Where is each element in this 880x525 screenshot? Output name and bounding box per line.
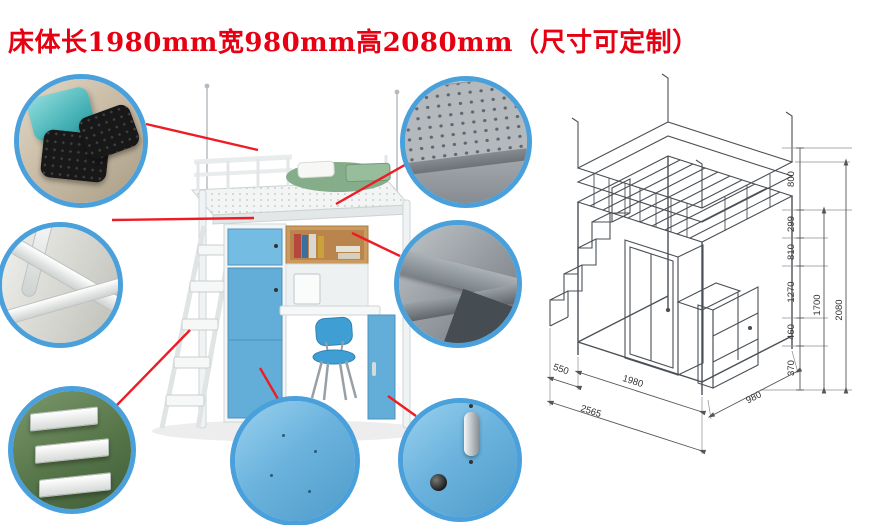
desk-top [279,305,381,316]
book-stack [338,253,360,259]
book [309,234,316,258]
door-handle [464,412,479,456]
connector-line [145,122,259,152]
handle-screw [469,404,473,408]
panel-speck [308,490,311,493]
tech-top-rails [576,121,794,223]
dim-label-810: 810 [786,244,797,260]
tech-ladder [549,178,631,327]
tech-lower-cabinet [697,286,759,389]
connector-line [258,367,280,400]
book [318,236,324,258]
dim-label-2565: 2565 [579,403,603,420]
product-photo [152,83,428,442]
dim-label-460: 460 [786,324,797,340]
connector-line [351,231,401,258]
pillow [297,160,335,179]
folded-blanket [345,162,391,183]
book-stack [336,246,360,252]
dim-label-370: 370 [786,360,797,376]
callout-perforated-board [400,76,532,208]
chair [310,316,358,401]
connector-line [335,160,411,206]
panel-speck [270,474,273,477]
handle-screw [469,460,473,464]
book [302,235,308,258]
tech-net-poles [571,73,793,208]
callout-blue-panel [230,396,360,525]
tech-wardrobe [624,239,704,376]
panel-speck [314,450,317,453]
dim-label-2080: 2080 [834,299,845,320]
dim-label-800: 800 [786,171,797,187]
connector-line [111,216,255,222]
technical-drawing: 800 299 810 1270 460 370 1700 2080 550 2… [546,73,852,455]
callout-ladder-steps [8,386,136,514]
dim-label-550: 550 [552,362,570,377]
wardrobe-handle [274,288,278,292]
blue-panel-photo [235,401,355,521]
callout-foot-pads [14,74,148,208]
dim-label-299: 299 [786,216,797,232]
page-title: 床体长1980mm宽980mm高2080mm（尺寸可定制） [8,28,699,58]
dim-label-1980: 1980 [621,373,645,390]
panel-speck [282,434,285,437]
wardrobe-handle [274,244,278,248]
dim-label-1270: 1270 [786,281,797,302]
wardrobe [223,223,287,423]
door-photo [403,403,517,517]
dim-label-1700: 1700 [812,294,823,315]
pole-tip [204,83,210,89]
tech-guard-balusters [593,173,771,237]
desk-unit [279,225,396,420]
monitor [293,273,321,305]
dim-label-980: 980 [744,389,763,406]
side-cabinet-handle [372,362,376,376]
tech-dimension-arrows [546,147,849,455]
door-lock [430,474,447,491]
pole-tip [394,89,400,95]
callout-frame-tubes [0,222,123,348]
callout-door-handle [398,398,522,522]
callout-beam-joint [394,220,522,348]
book [294,234,301,258]
tech-desk [676,282,742,360]
